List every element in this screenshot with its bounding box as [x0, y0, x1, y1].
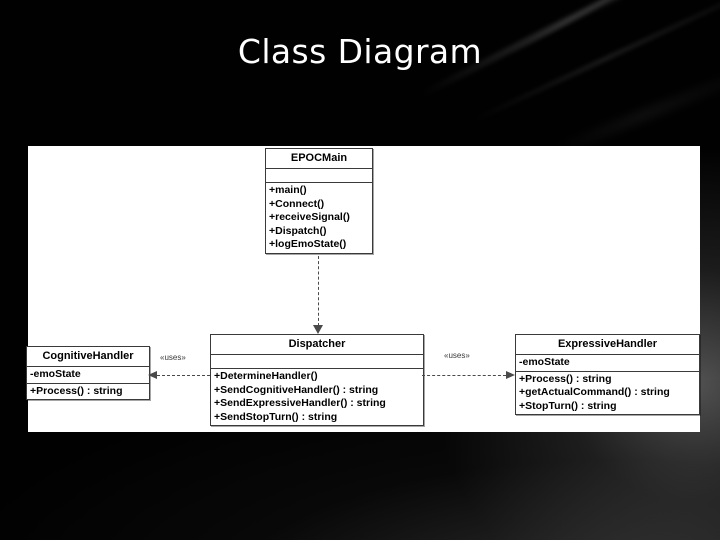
operation-row: +DetermineHandler() [214, 370, 318, 382]
arrowhead-right-icon [506, 371, 515, 379]
attribute-row: -emoState [519, 356, 570, 368]
background-streak [589, 0, 720, 20]
uml-class-dispatcher[interactable]: Dispatcher +DetermineHandler() +SendCogn… [210, 334, 424, 426]
operation-row: +getActualCommand() : string [519, 386, 670, 398]
operation-row: +StopTurn() : string [519, 399, 617, 412]
empty-attributes [214, 356, 420, 367]
diagram-canvas: EPOCMain +main() +Connect() +receiveSign… [26, 146, 700, 432]
stereotype-uses-right: «uses» [444, 351, 470, 360]
class-name: CognitiveHandler [27, 347, 149, 367]
class-operations: +Process() : string +getActualCommand() … [516, 372, 699, 415]
class-attributes [266, 169, 372, 183]
slide-title: Class Diagram [237, 32, 483, 71]
operation-row: +Process() : string [30, 384, 123, 397]
class-name: ExpressiveHandler [516, 335, 699, 355]
class-name: Dispatcher [211, 335, 423, 355]
stereotype-uses-left: «uses» [160, 353, 186, 362]
arrowhead-left-icon [148, 371, 157, 379]
uml-class-expressivehandler[interactable]: ExpressiveHandler -emoState +Process() :… [515, 334, 700, 415]
class-attributes: -emoState [516, 355, 699, 372]
operation-row: +receiveSignal() [269, 211, 350, 223]
arrowhead-down-icon [313, 325, 323, 334]
connector-dispatcher-cognitive [157, 375, 210, 376]
operation-row: +SendCognitiveHandler() : string [214, 383, 379, 396]
operation-row: +Process() : string [519, 372, 612, 385]
attribute-row: -emoState [30, 368, 81, 380]
uml-class-epocmain[interactable]: EPOCMain +main() +Connect() +receiveSign… [265, 148, 373, 254]
operation-row: +SendExpressiveHandler() : string [214, 397, 386, 409]
connector-dispatcher-expressive [422, 375, 506, 376]
operation-row: +Dispatch() [269, 224, 327, 237]
class-name: EPOCMain [266, 149, 372, 169]
operation-row: +SendStopTurn() : string [214, 410, 338, 423]
empty-attributes [269, 170, 369, 181]
class-attributes: -emoState [27, 367, 149, 384]
class-attributes [211, 355, 423, 369]
operation-row: +Connect() [269, 197, 325, 210]
class-operations: +Process() : string [27, 384, 149, 400]
class-operations: +main() +Connect() +receiveSignal() +Dis… [266, 183, 372, 253]
operation-row: +main() [269, 184, 307, 196]
uml-class-cognitivehandler[interactable]: CognitiveHandler -emoState +Process() : … [26, 346, 150, 400]
operation-row: +logEmoState() [269, 238, 347, 250]
connector-epocmain-dispatcher [318, 256, 319, 326]
class-operations: +DetermineHandler() +SendCognitiveHandle… [211, 369, 423, 425]
